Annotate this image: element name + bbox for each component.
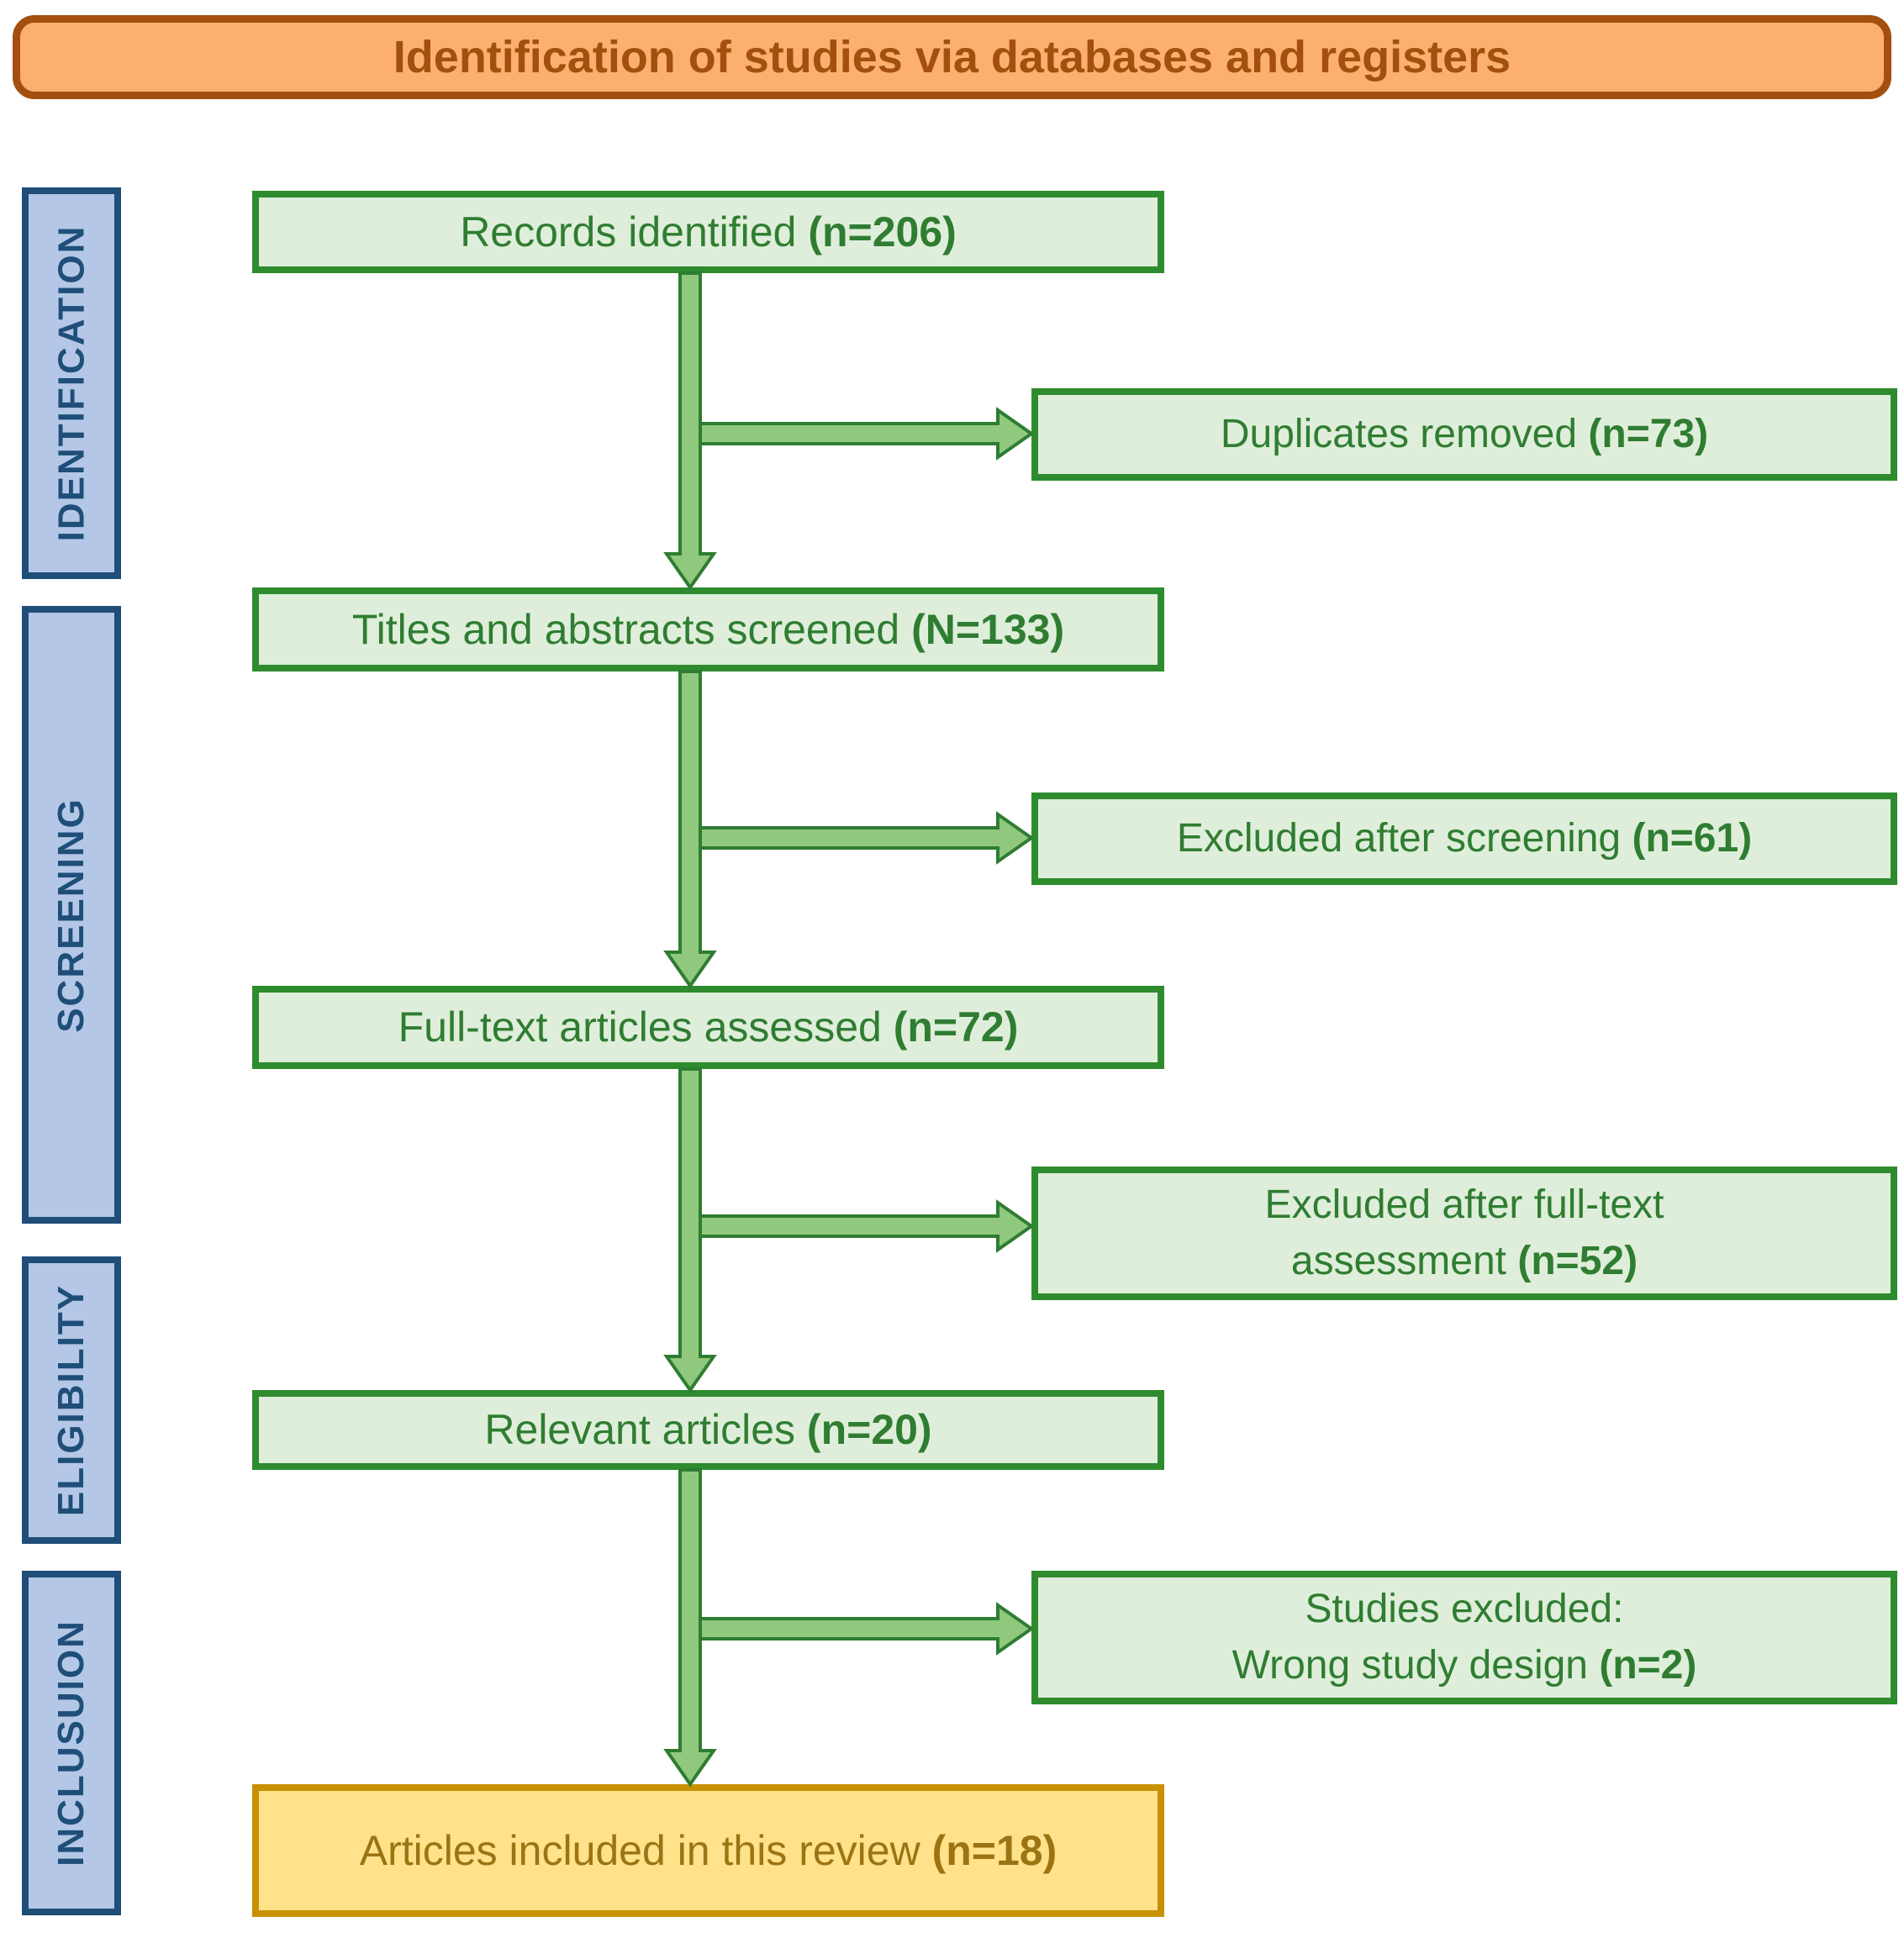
- arrow-to-studies-excluded: [699, 1602, 1035, 1656]
- box-articles-included-text: Articles included in this review (n=18): [359, 1826, 1057, 1874]
- box-titles-abstracts-screened: Titles and abstracts screened (N=133): [252, 587, 1164, 671]
- box-relevant-articles: Relevant articles (n=20): [252, 1390, 1164, 1470]
- banner-title-text: Identification of studies via databases …: [393, 32, 1511, 82]
- stage-eligibility-label: ELIGIBILITY: [50, 1283, 92, 1517]
- arrow-to-excluded-screening: [699, 811, 1035, 865]
- box-excluded-fulltext-line2: assessment (n=52): [1290, 1238, 1638, 1283]
- arrow-relevant-to-included: [663, 1468, 717, 1788]
- box-excluded-fulltext: Excluded after full-text assessment (n=5…: [1031, 1166, 1897, 1300]
- box-excluded-screening: Excluded after screening (n=61): [1031, 793, 1897, 885]
- stage-identification-label: IDENTIFICATION: [50, 224, 92, 542]
- box-studies-excluded: Studies excluded: Wrong study design (n=…: [1031, 1571, 1897, 1704]
- box-relevant-articles-text: Relevant articles (n=20): [484, 1406, 932, 1453]
- box-studies-excluded-line1: Studies excluded:: [1305, 1587, 1624, 1632]
- arrow-fulltext-to-relevant: [663, 1067, 717, 1393]
- arrow-to-duplicates-removed: [699, 407, 1035, 461]
- stage-identification: IDENTIFICATION: [22, 187, 121, 579]
- box-records-identified: Records identified (n=206): [252, 191, 1164, 273]
- stage-screening: SCREENING: [22, 606, 121, 1224]
- arrow-to-excluded-fulltext: [699, 1199, 1035, 1253]
- box-duplicates-removed-text: Duplicates removed (n=73): [1220, 411, 1709, 456]
- arrow-records-to-screened: [663, 271, 717, 591]
- stage-screening-label: SCREENING: [50, 797, 92, 1033]
- stage-inclusion-label: INCLUSUION: [50, 1619, 92, 1867]
- box-fulltext-assessed-text: Full-text articles assessed (n=72): [398, 1003, 1019, 1051]
- stage-eligibility: ELIGIBILITY: [22, 1256, 121, 1544]
- box-duplicates-removed: Duplicates removed (n=73): [1031, 388, 1897, 481]
- box-studies-excluded-line2: Wrong study design (n=2): [1232, 1642, 1697, 1688]
- arrow-screened-to-fulltext: [663, 670, 717, 989]
- box-excluded-screening-text: Excluded after screening (n=61): [1176, 815, 1753, 861]
- box-records-identified-text: Records identified (n=206): [460, 208, 957, 255]
- stage-inclusion: INCLUSUION: [22, 1571, 121, 1915]
- box-fulltext-assessed: Full-text articles assessed (n=72): [252, 986, 1164, 1069]
- box-titles-abstracts-screened-text: Titles and abstracts screened (N=133): [351, 605, 1065, 653]
- box-excluded-fulltext-line1: Excluded after full-text: [1264, 1182, 1664, 1228]
- box-articles-included: Articles included in this review (n=18): [252, 1784, 1164, 1917]
- banner-title: Identification of studies via databases …: [13, 15, 1891, 99]
